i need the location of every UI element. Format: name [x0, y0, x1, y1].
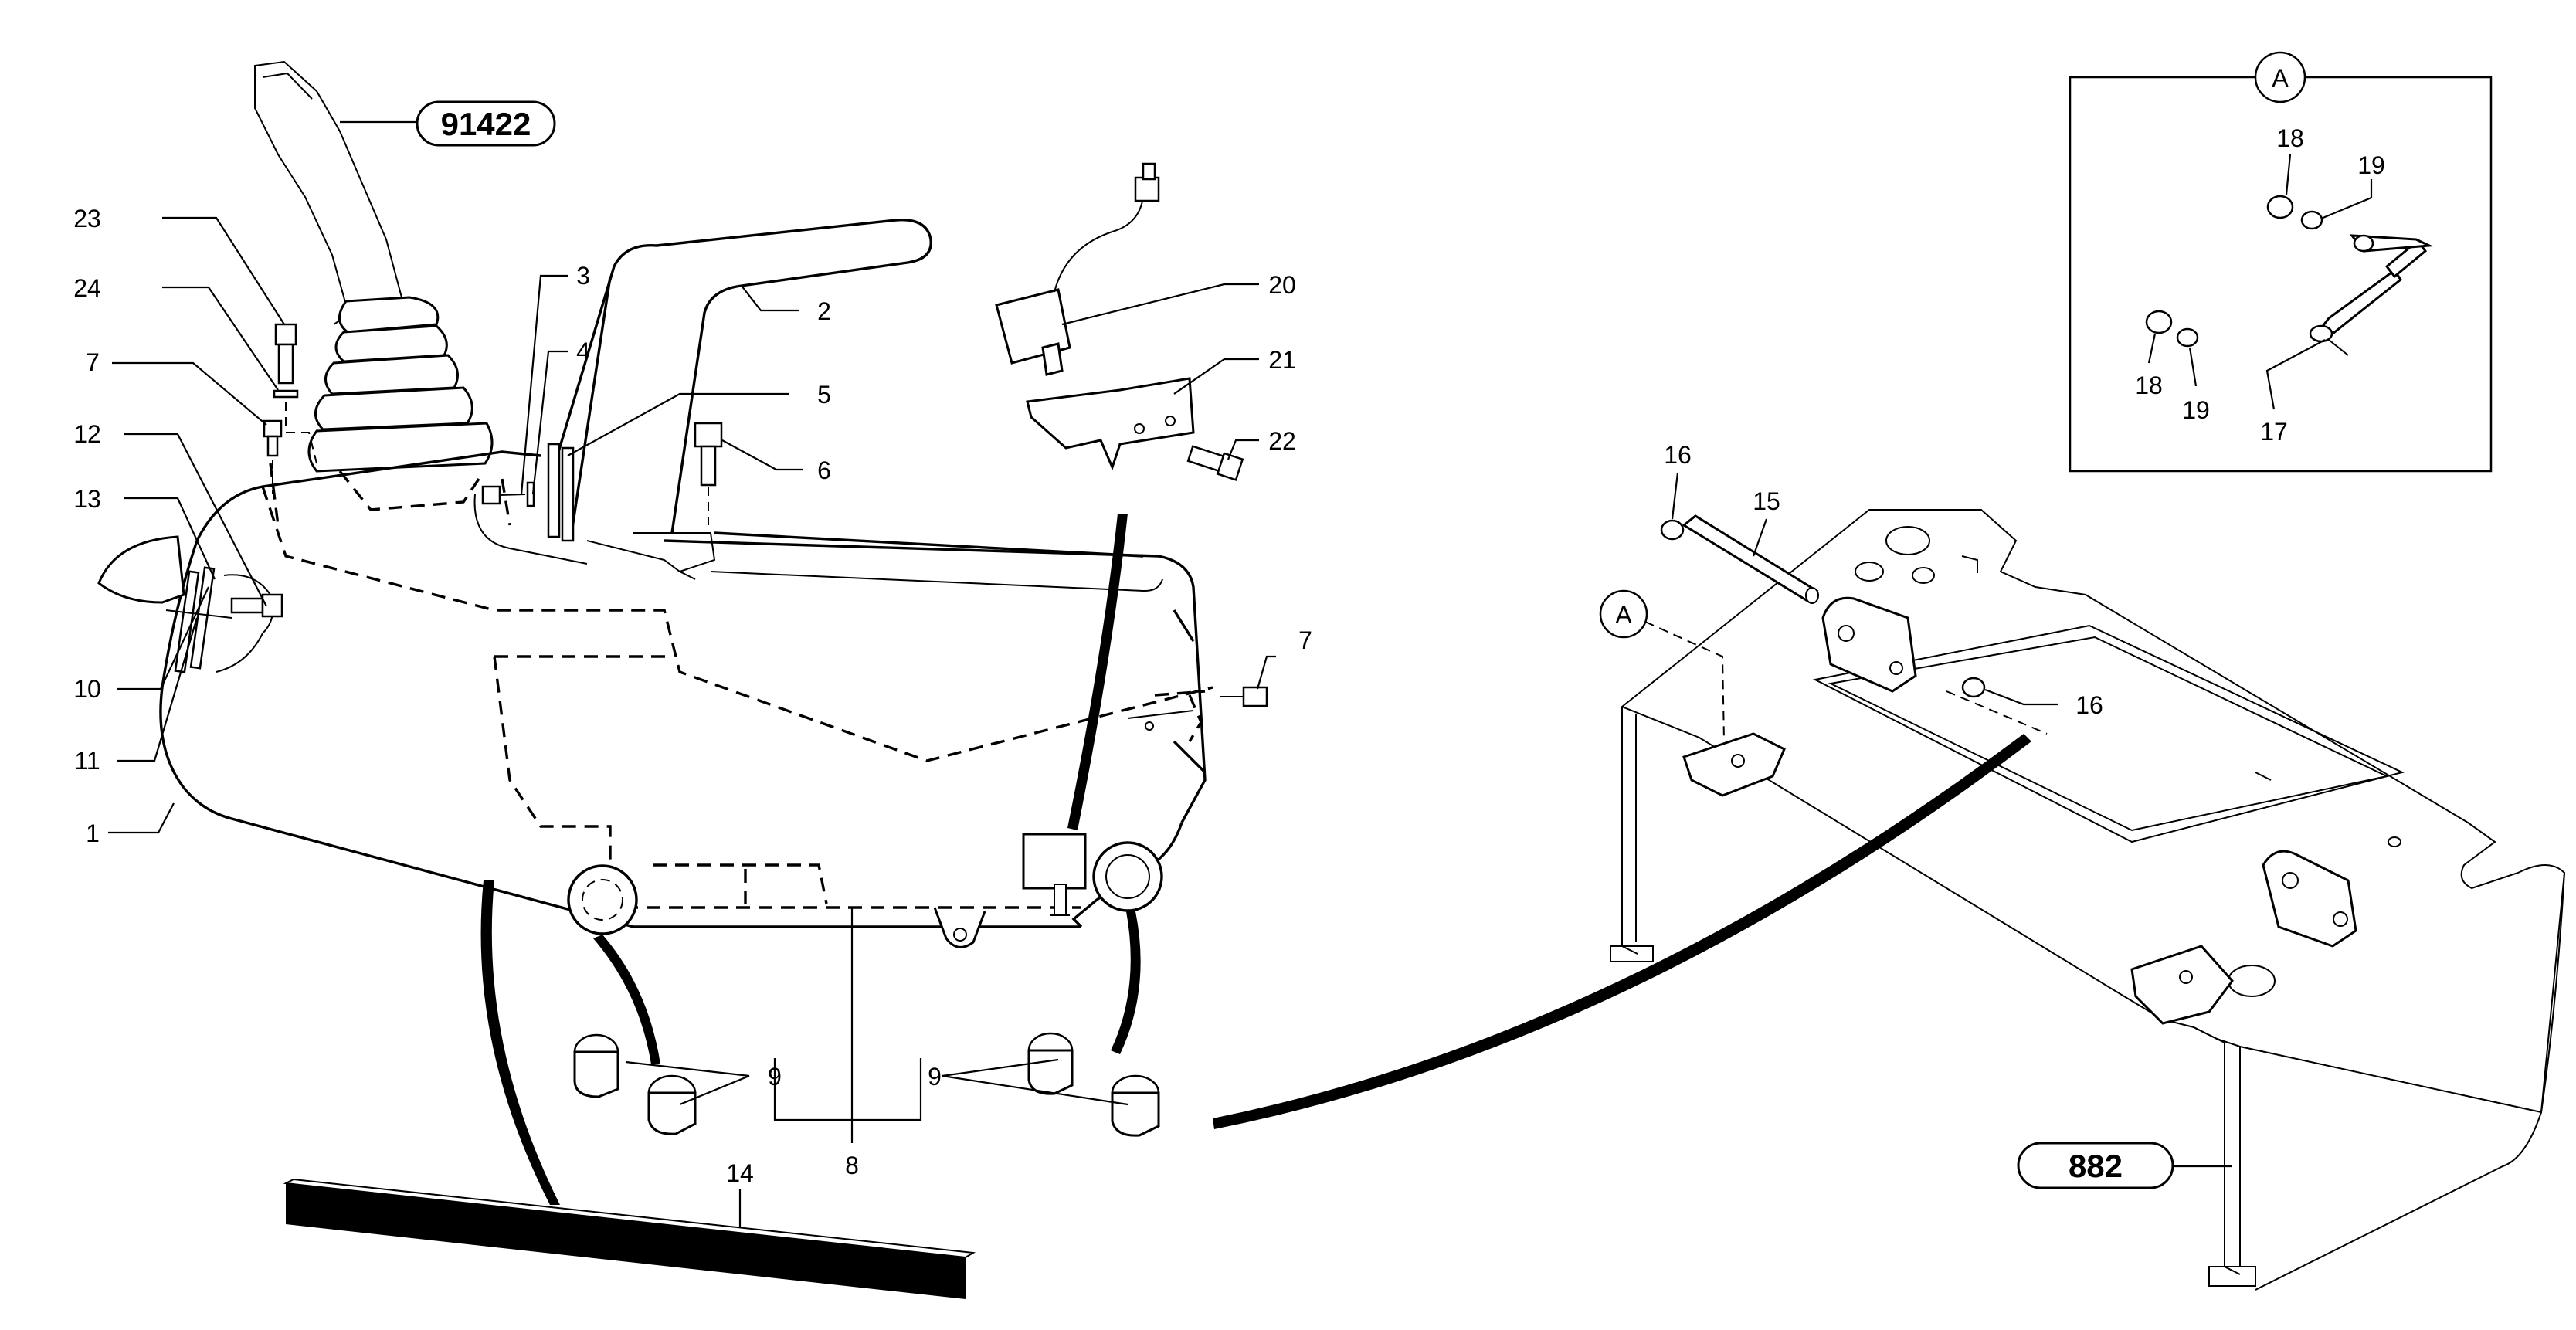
label-24: 24	[73, 274, 101, 302]
view-marker-a-text: A	[1615, 601, 1632, 629]
washer-4	[526, 481, 535, 507]
label-5: 5	[817, 381, 831, 409]
ref-label-882: 882	[2017, 1142, 2232, 1189]
assembly-connectors	[480, 514, 2031, 1205]
label-4: 4	[576, 338, 590, 365]
screw-7-left	[263, 419, 283, 494]
label-15: 15	[1753, 487, 1780, 515]
gas-strut-17	[2309, 234, 2434, 356]
label-13: 13	[73, 485, 101, 513]
label-23: 23	[73, 205, 101, 232]
screw-7-right	[1220, 686, 1268, 707]
clip-16-upper	[1660, 519, 1685, 541]
label-1: 1	[86, 819, 100, 847]
clip-16-lower	[1946, 677, 2048, 735]
label-16-lower: 16	[2075, 691, 2103, 719]
label-2: 2	[817, 297, 831, 325]
bolt-12	[230, 593, 283, 618]
ref-91422-text: 91422	[441, 106, 531, 142]
pin-15	[1682, 514, 1819, 604]
washer-24	[273, 389, 317, 464]
bolt-6	[694, 422, 723, 525]
ref-label-91422: 91422	[340, 100, 556, 147]
label-20: 20	[1268, 271, 1296, 299]
bracket-21	[1026, 377, 1195, 471]
bolt-23	[274, 323, 297, 385]
label-16-upper: 16	[1664, 441, 1692, 469]
label-18-lower: 18	[2135, 372, 2163, 399]
screw-3	[481, 485, 526, 505]
label-22: 22	[1268, 427, 1296, 455]
ref-882-text: 882	[2069, 1148, 2123, 1184]
view-marker-a: A	[1599, 589, 1725, 742]
main-frame-882	[1610, 509, 2566, 1291]
bushing-9-c	[1027, 1032, 1074, 1095]
screw-22	[1186, 445, 1244, 481]
seal-strip-14	[283, 1178, 976, 1299]
label-19-upper: 19	[2357, 151, 2385, 179]
label-11: 11	[74, 747, 100, 775]
label-8: 8	[845, 1152, 859, 1179]
pivot-boss-right	[1092, 841, 1163, 912]
label-6: 6	[817, 456, 831, 484]
console-housing	[159, 450, 1213, 948]
bushing-9-b	[647, 1074, 697, 1135]
label-9-left: 9	[768, 1063, 782, 1091]
bushing-9-a	[573, 1033, 619, 1098]
label-19-lower: 19	[2182, 396, 2210, 424]
detail-box-a: A	[2069, 51, 2493, 473]
label-7-left: 7	[86, 348, 100, 376]
detail-a-text: A	[2272, 64, 2289, 92]
washer-19-lower	[2176, 327, 2199, 348]
wrist-rest-pad	[97, 535, 185, 604]
label-14: 14	[726, 1159, 754, 1187]
washer-19-upper	[2300, 210, 2323, 230]
label-9-right: 9	[928, 1063, 942, 1091]
lever-arm	[555, 219, 1163, 592]
label-21: 21	[1268, 346, 1296, 374]
nut-18-lower	[2145, 310, 2173, 334]
label-12: 12	[73, 420, 101, 448]
label-10: 10	[73, 675, 101, 703]
sensor-20	[995, 162, 1160, 376]
pivot-boss-left	[567, 864, 638, 935]
label-3: 3	[576, 262, 590, 290]
joystick-handle	[254, 60, 403, 325]
label-17: 17	[2260, 418, 2288, 446]
bushing-9-d	[1111, 1074, 1160, 1137]
label-7-right: 7	[1298, 626, 1312, 654]
nut-18-upper	[2266, 195, 2294, 219]
leader-lines	[108, 154, 2373, 1228]
lever-bracket-plates	[473, 443, 588, 565]
part-labels: 23 24 7 12 13 10 11 1 3 4 5 6 2 20 21 22…	[73, 124, 2385, 1187]
label-18-upper: 18	[2276, 124, 2304, 152]
microswitch-block	[1022, 833, 1087, 916]
